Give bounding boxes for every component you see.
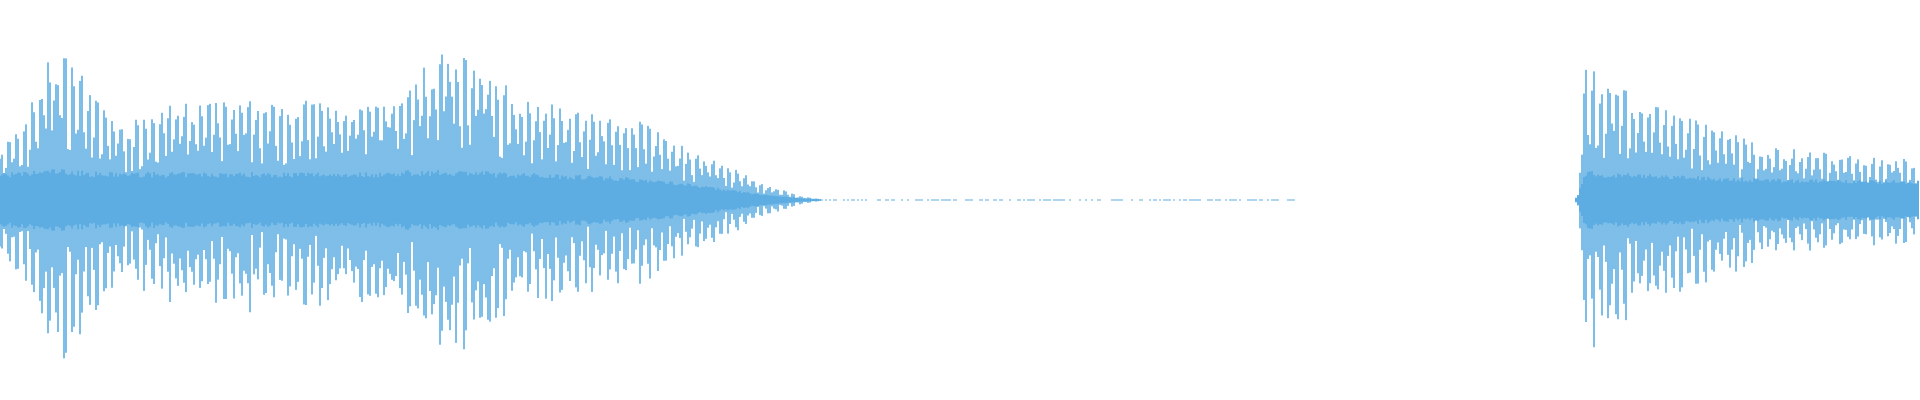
waveform-core — [0, 169, 1919, 231]
